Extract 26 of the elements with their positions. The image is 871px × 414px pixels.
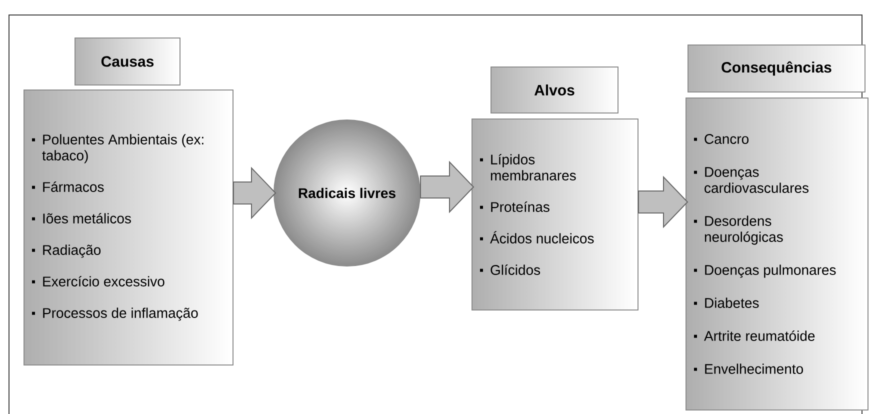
list-item: Doenças pulmonares xyxy=(694,264,836,278)
list-item: Exercício excessivo xyxy=(32,276,164,286)
list-item: Desordens neurológicas xyxy=(694,216,783,245)
block-arrow xyxy=(420,160,474,214)
block-arrow xyxy=(638,176,688,228)
list-item: Radiação xyxy=(32,244,101,258)
heading-box: Consequências xyxy=(688,44,866,92)
list-item: Envelhecimento xyxy=(694,364,803,374)
list-item: Diabetes xyxy=(694,298,759,308)
list-item: Lípidos membranares xyxy=(480,154,576,180)
list-box xyxy=(686,98,868,410)
list-item: Artrite reumatóide xyxy=(694,330,815,341)
list-item: Fármacos xyxy=(32,182,104,192)
list-item: Processos de inflamação xyxy=(32,308,198,321)
list-box xyxy=(472,118,638,310)
list-box xyxy=(24,90,234,366)
heading-box: Causas xyxy=(74,38,180,86)
list-item: Ácidos nucleicos xyxy=(480,231,594,244)
list-item: Cancro xyxy=(694,134,749,144)
block-arrow xyxy=(233,166,276,220)
heading-box: Alvos xyxy=(490,66,618,114)
list-item: Proteínas xyxy=(480,202,550,212)
list-item: Iões metálicos xyxy=(32,213,131,224)
list-item: Doenças cardiovasculares xyxy=(694,167,809,193)
list-item: Poluentes Ambientais (ex: tabaco) xyxy=(32,134,204,164)
list-item: Glícidos xyxy=(480,264,540,275)
